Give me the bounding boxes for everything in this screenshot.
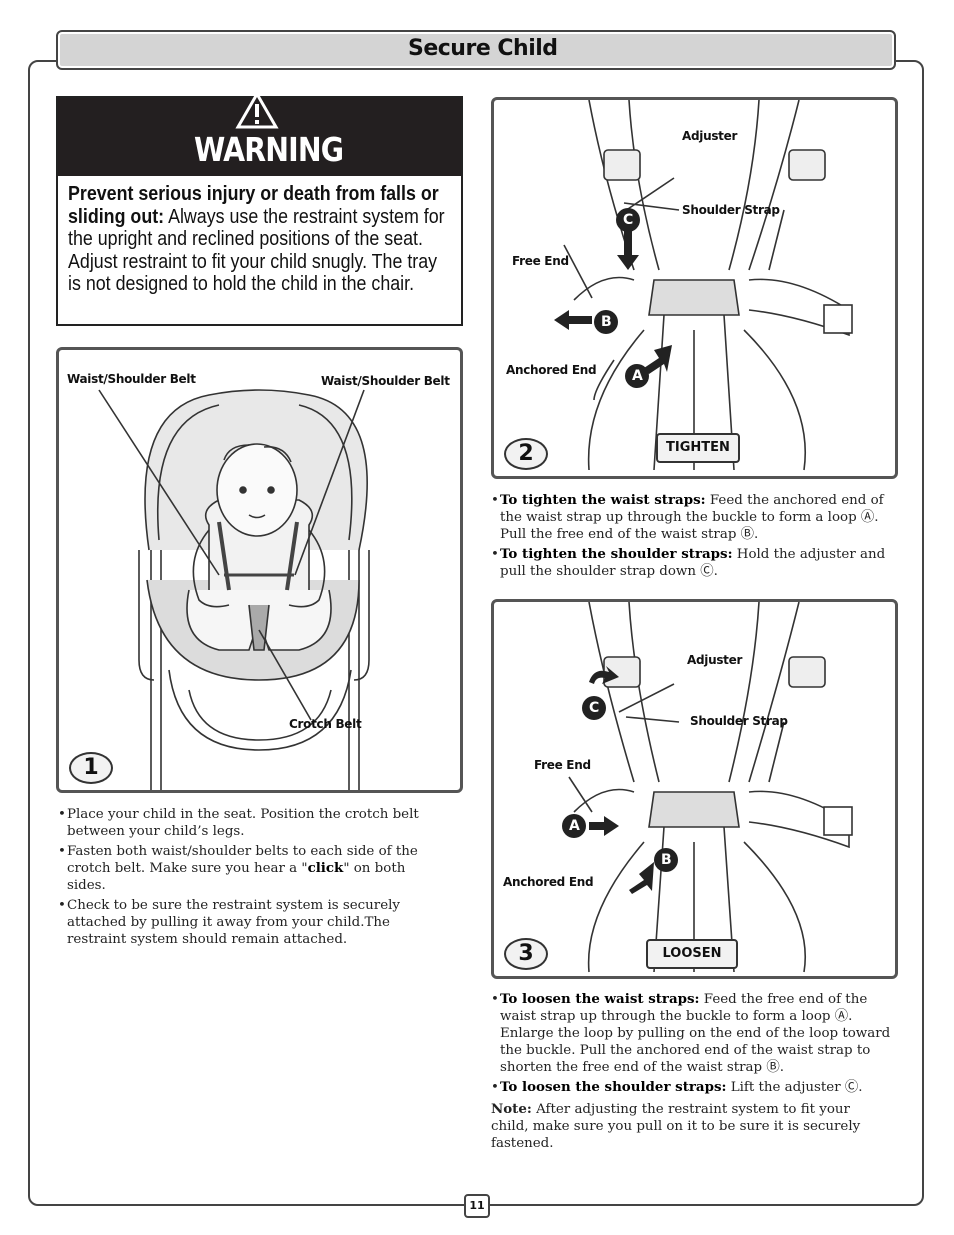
- instruction-item: Check to be sure the restraint system is…: [58, 897, 448, 948]
- step-number-1: 1: [69, 752, 113, 784]
- label-crotch-belt: Crotch Belt: [289, 717, 362, 731]
- marker-c: C: [623, 212, 633, 228]
- secure-child-instructions: Place your child in the seat. Position t…: [58, 806, 448, 951]
- marker-b: B: [661, 852, 672, 868]
- tighten-instructions: To tighten the waist straps: Feed the an…: [491, 492, 891, 583]
- page-number: 11: [464, 1194, 490, 1218]
- instruction-item: To tighten the waist straps: Feed the an…: [491, 492, 891, 543]
- label-shoulder-strap: Shoulder Strap: [682, 203, 780, 217]
- instruction-item: To tighten the shoulder straps: Hold the…: [491, 546, 891, 580]
- section-header: Secure Child: [56, 30, 896, 70]
- loosen-tag: LOOSEN: [646, 939, 738, 969]
- marker-a: A: [569, 818, 580, 834]
- seat-illustration: [98, 389, 370, 790]
- label-free-end: Free End: [534, 758, 591, 772]
- instruction-item: To loosen the waist straps: Feed the fre…: [491, 991, 896, 1076]
- loosen-illustration: [562, 602, 853, 973]
- warning-bold-text: Prevent serious injury or death from fal…: [68, 182, 439, 228]
- label-shoulder-strap: Shoulder Strap: [690, 714, 788, 728]
- tighten-tag: TIGHTEN: [656, 433, 740, 463]
- marker-c: C: [589, 700, 599, 716]
- note-paragraph: Note: After adjusting the restraint syst…: [491, 1101, 891, 1152]
- warning-triangle-icon: [235, 90, 279, 129]
- section-title: Secure Child: [408, 36, 558, 61]
- warning-body-text: Always use the restraint system for the …: [68, 204, 445, 295]
- label-adjuster: Adjuster: [682, 129, 738, 143]
- label-waist-shoulder-belt-right: Waist/Shoulder Belt: [321, 374, 450, 388]
- warning-header: WARNING: [58, 90, 461, 176]
- label-adjuster: Adjuster: [687, 653, 743, 667]
- instruction-item: Fasten both waist/shoulder belts to each…: [58, 843, 448, 894]
- note-label: Note:: [491, 1101, 532, 1117]
- tighten-illustration: [554, 100, 853, 471]
- step-number-2: 2: [504, 438, 548, 470]
- instruction-item: To loosen the shoulder straps: Lift the …: [491, 1079, 896, 1096]
- loosen-instructions: To loosen the waist straps: Feed the fre…: [491, 991, 896, 1099]
- figure-2-panel: Adjuster Shoulder Strap Free End Anchore…: [491, 97, 898, 479]
- figure-1-panel: Waist/Shoulder Belt Waist/Shoulder Belt …: [56, 347, 463, 793]
- label-waist-shoulder-belt-left: Waist/Shoulder Belt: [67, 372, 196, 386]
- instruction-item: Place your child in the seat. Position t…: [58, 806, 448, 840]
- figure-3-panel: Adjuster Shoulder Strap Free End Anchore…: [491, 599, 898, 979]
- marker-a: A: [632, 368, 643, 384]
- step-number-3: 3: [504, 938, 548, 970]
- warning-text: Prevent serious injury or death from fal…: [68, 182, 451, 296]
- marker-b: B: [601, 314, 612, 330]
- label-anchored-end: Anchored End: [503, 875, 594, 889]
- label-anchored-end: Anchored End: [506, 363, 597, 377]
- warning-box: WARNING Prevent serious injury or death …: [56, 90, 463, 326]
- label-free-end: Free End: [512, 254, 569, 268]
- note-text: After adjusting the restraint system to …: [491, 1102, 861, 1151]
- warning-title: WARNING: [194, 130, 344, 169]
